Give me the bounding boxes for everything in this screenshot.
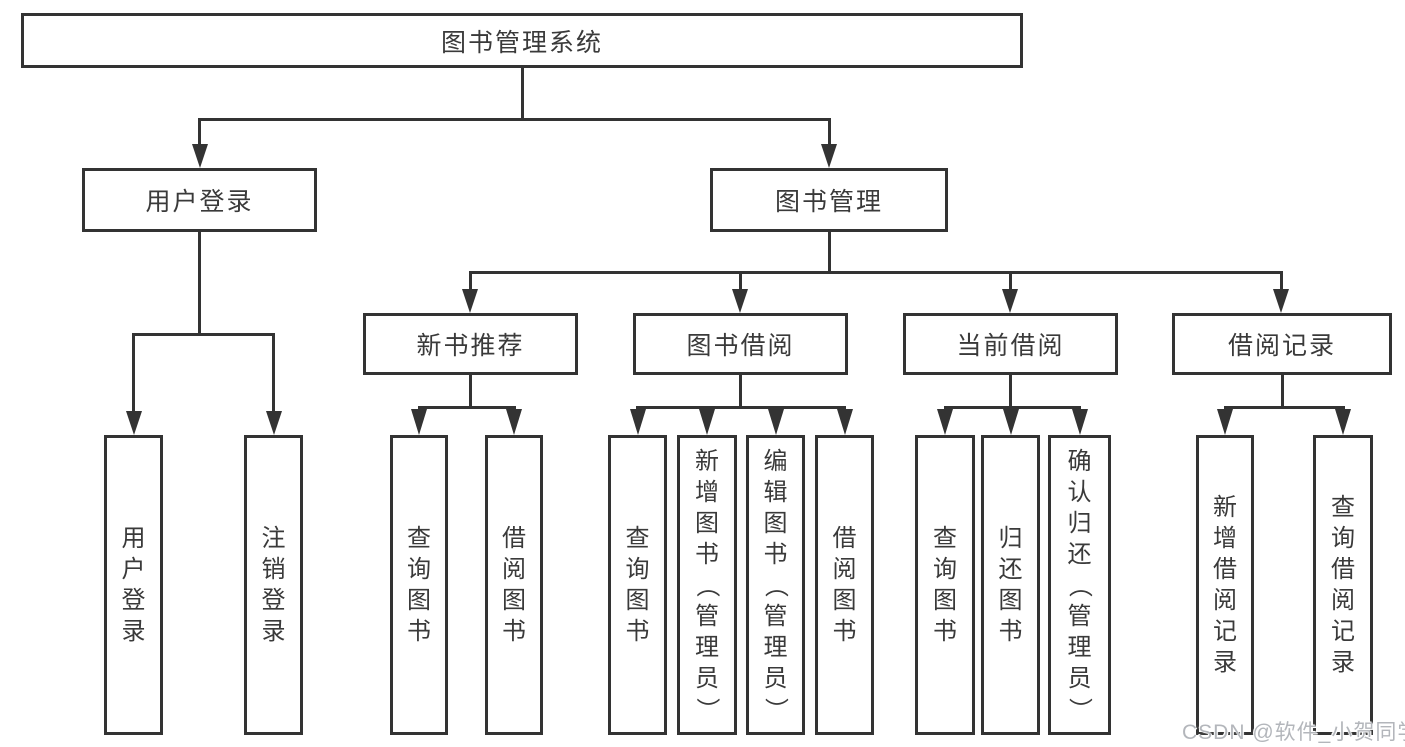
- connector-recommend-drop: [469, 375, 472, 408]
- node-current-borrow: 当前借阅: [903, 313, 1118, 375]
- leaf-query-borrow-record: 查询借阅记录: [1313, 435, 1373, 735]
- leaf-query-books-recommend-label: 查询图书: [407, 525, 431, 645]
- arrow-down-icon: [125, 411, 142, 435]
- arrow-down-icon: [1071, 409, 1088, 435]
- leaf-edit-book-admin: 编辑图书（管理员）: [746, 435, 805, 735]
- node-root-system: 图书管理系统: [21, 13, 1023, 68]
- connector-user-leaf-line: [132, 333, 275, 336]
- arrow-down-icon: [191, 144, 208, 168]
- leaf-add-book-admin-label: 新增图书（管理员）: [693, 447, 721, 722]
- leaf-borrow-books-recommend: 借阅图书: [485, 435, 543, 735]
- connector-root-branch-line: [197, 118, 831, 121]
- connector-borrow-drop: [738, 375, 742, 408]
- leaf-query-books-borrow-label: 查询图书: [625, 525, 650, 645]
- node-borrow-record: 借阅记录: [1172, 313, 1392, 375]
- connector-user-drop: [198, 232, 201, 335]
- connector-module2-shaft: [738, 274, 742, 291]
- arrow-down-icon: [1002, 289, 1018, 313]
- connector-module-line: [468, 271, 1283, 274]
- node-user-login-branch: 用户登录: [82, 168, 317, 232]
- arrow-down-icon: [1002, 409, 1019, 435]
- arrow-down-icon: [836, 409, 853, 435]
- leaf-user-login: 用户登录: [104, 435, 163, 735]
- connector-record-drop: [1280, 375, 1284, 408]
- connector-recommend-leaf-line: [417, 406, 516, 409]
- node-book-mgmt-branch: 图书管理: [710, 168, 948, 232]
- leaf-return-book: 归还图书: [981, 435, 1040, 735]
- node-current-borrow-label: 当前借阅: [956, 332, 1065, 360]
- node-book-borrow: 图书借阅: [633, 313, 848, 375]
- leaf-query-books-borrow: 查询图书: [608, 435, 667, 735]
- arrow-down-icon: [732, 289, 748, 313]
- leaf-add-book-admin: 新增图书（管理员）: [677, 435, 737, 735]
- leaf-add-borrow-record: 新增借阅记录: [1196, 435, 1254, 735]
- leaf-query-borrow-record-label: 查询借阅记录: [1331, 494, 1355, 676]
- arrow-down-icon: [1217, 409, 1233, 435]
- connector-mgmt-drop: [827, 232, 831, 274]
- arrow-down-icon: [462, 289, 478, 313]
- leaf-borrow-books-label: 借阅图书: [832, 525, 857, 645]
- connector-current-drop: [1008, 375, 1012, 408]
- leaf-confirm-return-admin-label: 确认归还（管理员）: [1066, 447, 1093, 722]
- connector-current-leaf-line: [943, 406, 1081, 409]
- connector-module1-shaft: [468, 274, 472, 291]
- node-borrow-record-label: 借阅记录: [1227, 332, 1336, 360]
- leaf-logout-label: 注销登录: [261, 525, 286, 645]
- node-user-login-label: 用户登录: [145, 188, 254, 216]
- arrow-down-icon: [937, 409, 953, 435]
- arrow-down-icon: [1273, 289, 1289, 313]
- leaf-add-borrow-record-label: 新增借阅记录: [1213, 494, 1237, 676]
- leaf-return-book-label: 归还图书: [998, 525, 1023, 645]
- connector-user-leaf2-shaft: [272, 333, 275, 413]
- leaf-query-books-current-label: 查询图书: [933, 525, 957, 645]
- arrow-down-icon: [821, 144, 837, 168]
- connector-module3-shaft: [1008, 274, 1012, 291]
- node-book-mgmt-label: 图书管理: [774, 188, 883, 216]
- arrow-down-icon: [767, 409, 784, 435]
- node-root-label: 图书管理系统: [440, 28, 603, 57]
- arrow-down-icon: [506, 409, 522, 435]
- arrow-down-icon: [629, 409, 646, 435]
- connector-borrow-leaf-line: [636, 406, 846, 409]
- connector-user-login-feed: [198, 118, 201, 148]
- node-new-book-recommend: 新书推荐: [363, 313, 578, 375]
- arrow-down-icon: [265, 411, 282, 435]
- leaf-confirm-return-admin: 确认归还（管理员）: [1048, 435, 1111, 735]
- connector-module4-shaft: [1279, 274, 1283, 291]
- connector-root-drop: [520, 68, 524, 120]
- node-book-borrow-label: 图书借阅: [686, 332, 795, 360]
- leaf-query-books-recommend: 查询图书: [390, 435, 448, 735]
- connector-record-leaf-line: [1223, 406, 1345, 409]
- arrow-down-icon: [699, 409, 715, 435]
- csdn-watermark: CSDN @软件_小贺同学: [1182, 721, 1405, 744]
- leaf-query-books-current: 查询图书: [915, 435, 975, 735]
- leaf-borrow-books-recommend-label: 借阅图书: [502, 525, 526, 645]
- leaf-edit-book-admin-label: 编辑图书（管理员）: [762, 447, 789, 722]
- connector-book-mgmt-feed: [827, 118, 831, 148]
- arrow-down-icon: [1335, 409, 1351, 435]
- leaf-logout: 注销登录: [244, 435, 303, 735]
- leaf-user-login-label: 用户登录: [121, 525, 146, 645]
- connector-user-leaf1-shaft: [132, 333, 135, 413]
- node-new-book-label: 新书推荐: [416, 332, 525, 360]
- leaf-borrow-books: 借阅图书: [815, 435, 874, 735]
- arrow-down-icon: [411, 409, 427, 435]
